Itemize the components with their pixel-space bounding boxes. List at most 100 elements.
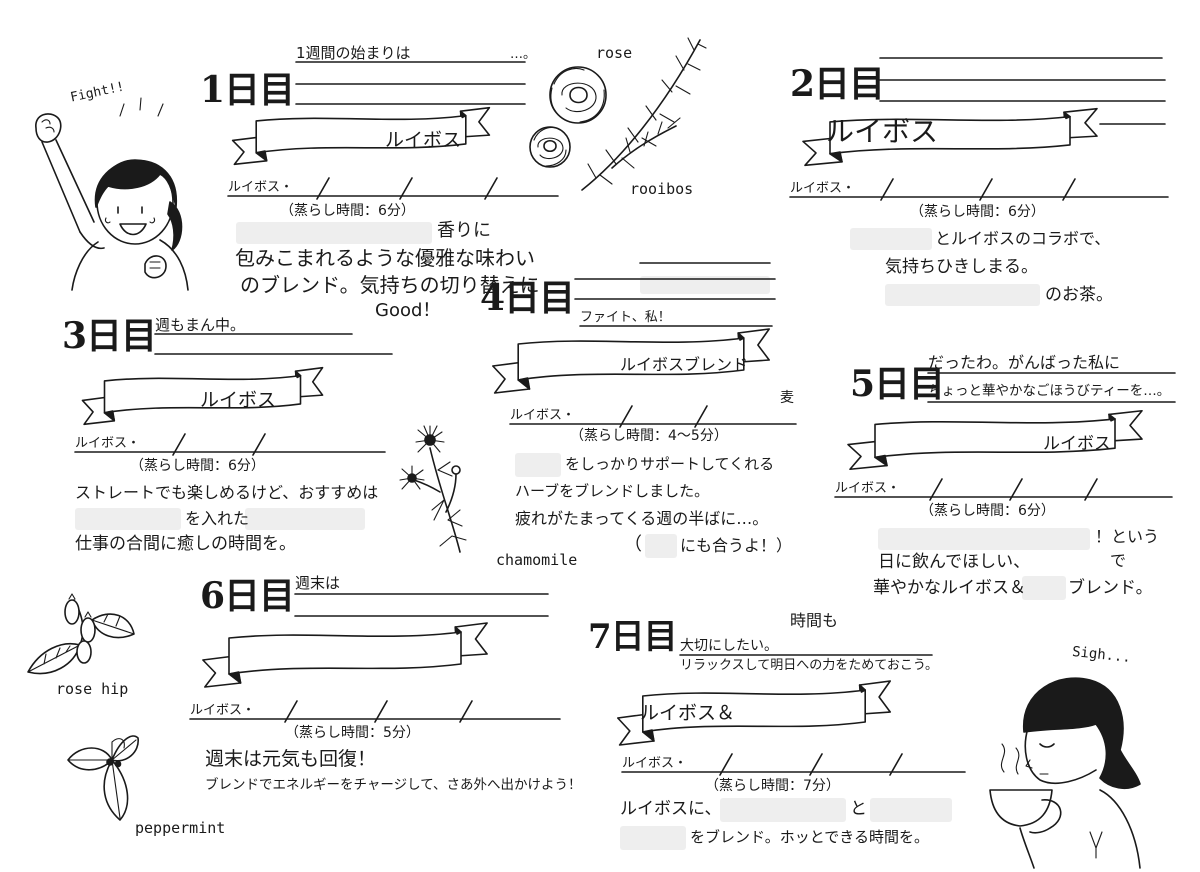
day5-description-line: 日に飲んでほしい、 bbox=[878, 552, 1031, 572]
day6-ratio-line bbox=[189, 700, 561, 723]
day1-title: 1日目 bbox=[200, 69, 295, 111]
day6-ribbon bbox=[202, 622, 488, 688]
day7-ratio-line bbox=[621, 753, 966, 776]
day7-description-line: と bbox=[850, 799, 867, 819]
day7-steep-time: （蒸らし時間：7分） bbox=[705, 778, 840, 794]
day7-intro: 時間も bbox=[790, 611, 839, 630]
blank-field bbox=[245, 508, 365, 530]
day7-intro: 大切にしたい。 bbox=[680, 638, 778, 654]
day7-title: 7日目 bbox=[588, 617, 678, 657]
day5-description-line: で bbox=[1110, 551, 1127, 570]
rose-caption: rose bbox=[596, 44, 633, 62]
day3-description-line: 仕事の合間に癒しの時間を。 bbox=[75, 534, 296, 554]
day5-intro: だったわ。がんばった私に bbox=[928, 353, 1121, 372]
day6-title: 6日目 bbox=[200, 575, 295, 617]
day4-ratio-label: ルイボス・ bbox=[510, 408, 576, 423]
day5-description-line: ブレンド。 bbox=[1068, 578, 1153, 598]
day5-ribbon-label: ルイボス bbox=[1043, 434, 1111, 454]
day6-description-line: 週末は元気も回復！ bbox=[205, 748, 377, 770]
day1-intro-end: …。 bbox=[510, 47, 537, 62]
day4-ratio-line bbox=[509, 405, 797, 428]
day1-ratio-line bbox=[227, 177, 559, 200]
blank-field bbox=[515, 453, 561, 477]
blank-field bbox=[878, 528, 1090, 550]
day2-description-line: 気持ちひきしまる。 bbox=[885, 257, 1038, 277]
day2-steep-time: （蒸らし時間：6分） bbox=[910, 204, 1045, 220]
blank-field bbox=[850, 228, 932, 250]
day5-title: 5日目 bbox=[850, 363, 945, 405]
day4-description-line: 疲れがたまってくる週の半ばに…。 bbox=[515, 509, 769, 528]
day2-ribbon-label: ルイボス bbox=[826, 115, 939, 148]
day5-description-line: ！という bbox=[1095, 527, 1160, 546]
peppermint-icon bbox=[67, 735, 139, 821]
day6-writing-lines bbox=[294, 593, 549, 617]
day5-steep-time: （蒸らし時間：6分） bbox=[920, 503, 1055, 519]
day3-steep-time: （蒸らし時間：6分） bbox=[130, 458, 265, 474]
day1-description-line: Good！ bbox=[375, 300, 441, 321]
blank-field bbox=[640, 276, 770, 294]
day1-ratio-label: ルイボス・ bbox=[228, 180, 294, 195]
day4-description-line: をしっかりサポートしてくれる bbox=[565, 455, 775, 473]
day2-description-line: のお茶。 bbox=[1045, 285, 1113, 305]
day3-ratio-line bbox=[74, 433, 386, 456]
rose-icon bbox=[529, 66, 607, 168]
day5-ratio-label: ルイボス・ bbox=[835, 481, 901, 496]
day7-ribbon-label: ルイボス＆ bbox=[640, 702, 736, 724]
blank-field bbox=[720, 798, 846, 822]
day6-steep-time: （蒸らし時間：5分） bbox=[285, 725, 420, 741]
blank-field bbox=[75, 508, 181, 530]
day1-note-top: 香りに bbox=[437, 220, 491, 241]
girl-drinking-tea-icon bbox=[989, 677, 1141, 869]
rose-hip-caption: rose hip bbox=[56, 680, 129, 698]
blank-field bbox=[1022, 576, 1066, 600]
blank-field bbox=[870, 798, 952, 822]
day4-intro: ファイト、私！ bbox=[580, 310, 671, 325]
day7-ratio-label: ルイボス・ bbox=[622, 756, 688, 771]
chamomile-icon bbox=[399, 425, 467, 553]
day1-ribbon-label: ルイボス bbox=[385, 129, 462, 151]
day1-description-line: のブレンド。気持ちの切り替えに bbox=[240, 273, 540, 297]
day5-description-line: 華やかなルイボス＆ bbox=[873, 578, 1026, 598]
day3-title: 3日目 bbox=[62, 315, 157, 357]
day4-paren-rest: にも合うよ！） bbox=[680, 536, 793, 555]
day2-writing-lines bbox=[879, 57, 1166, 125]
blank-field bbox=[236, 222, 432, 244]
day2-ratio-line bbox=[789, 178, 1169, 201]
day4-steep-time: （蒸らし時間：4〜5分） bbox=[570, 428, 728, 444]
day3-ribbon-label: ルイボス bbox=[200, 389, 277, 411]
day6-description-line: ブレンドでエネルギーをチャージして、さあ外へ出かけよう！ bbox=[205, 777, 582, 793]
day3-intro: 週もまん中。 bbox=[155, 316, 246, 334]
day7-description-line: ルイボスに、 bbox=[620, 799, 722, 819]
day7-description-line: をブレンド。ホッとできる時間を。 bbox=[690, 828, 929, 846]
day5-writing-lines bbox=[927, 372, 1176, 403]
day7-intro: リラックスして明日への力をためておこう。 bbox=[680, 658, 939, 673]
day4-ribbon-label: ルイボスブレンド bbox=[620, 355, 749, 374]
day3-description-line: ストレートでも楽しめるけど、おすすめは bbox=[75, 483, 379, 502]
rooibos-caption: rooibos bbox=[630, 180, 694, 198]
day1-writing-lines bbox=[295, 61, 526, 105]
day5-ratio-line bbox=[834, 478, 1173, 501]
day2-ratio-label: ルイボス・ bbox=[790, 181, 856, 196]
day1-steep-time: （蒸らし時間：6分） bbox=[280, 203, 415, 219]
day2-description-line: とルイボスのコラボで、 bbox=[935, 229, 1111, 248]
day5-intro: ちょっと華やかなごほうびティーを…。 bbox=[928, 383, 1171, 399]
day2-title: 2日目 bbox=[790, 63, 885, 105]
day4-writing-lines bbox=[574, 262, 776, 327]
day4-ratio-extra: 麦 bbox=[780, 390, 794, 406]
blank-field bbox=[620, 826, 686, 850]
day3-ratio-label: ルイボス・ bbox=[75, 436, 141, 451]
day3-writing-lines bbox=[154, 333, 393, 355]
chamomile-caption: chamomile bbox=[496, 551, 578, 569]
blank-field bbox=[645, 534, 677, 558]
day1-description-line: 包みこまれるような優雅な味わい bbox=[235, 246, 535, 270]
day4-title: 4日目 bbox=[480, 277, 575, 319]
rooibos-branch-icon bbox=[581, 37, 707, 191]
blank-field bbox=[885, 284, 1040, 306]
rose-hip-icon bbox=[27, 593, 135, 675]
day4-description-line: ハーブをブレンドしました。 bbox=[515, 482, 710, 500]
day3-description-line: を入れた bbox=[185, 509, 250, 528]
girl-cheering-icon bbox=[35, 97, 189, 291]
peppermint-caption: peppermint bbox=[135, 819, 226, 837]
